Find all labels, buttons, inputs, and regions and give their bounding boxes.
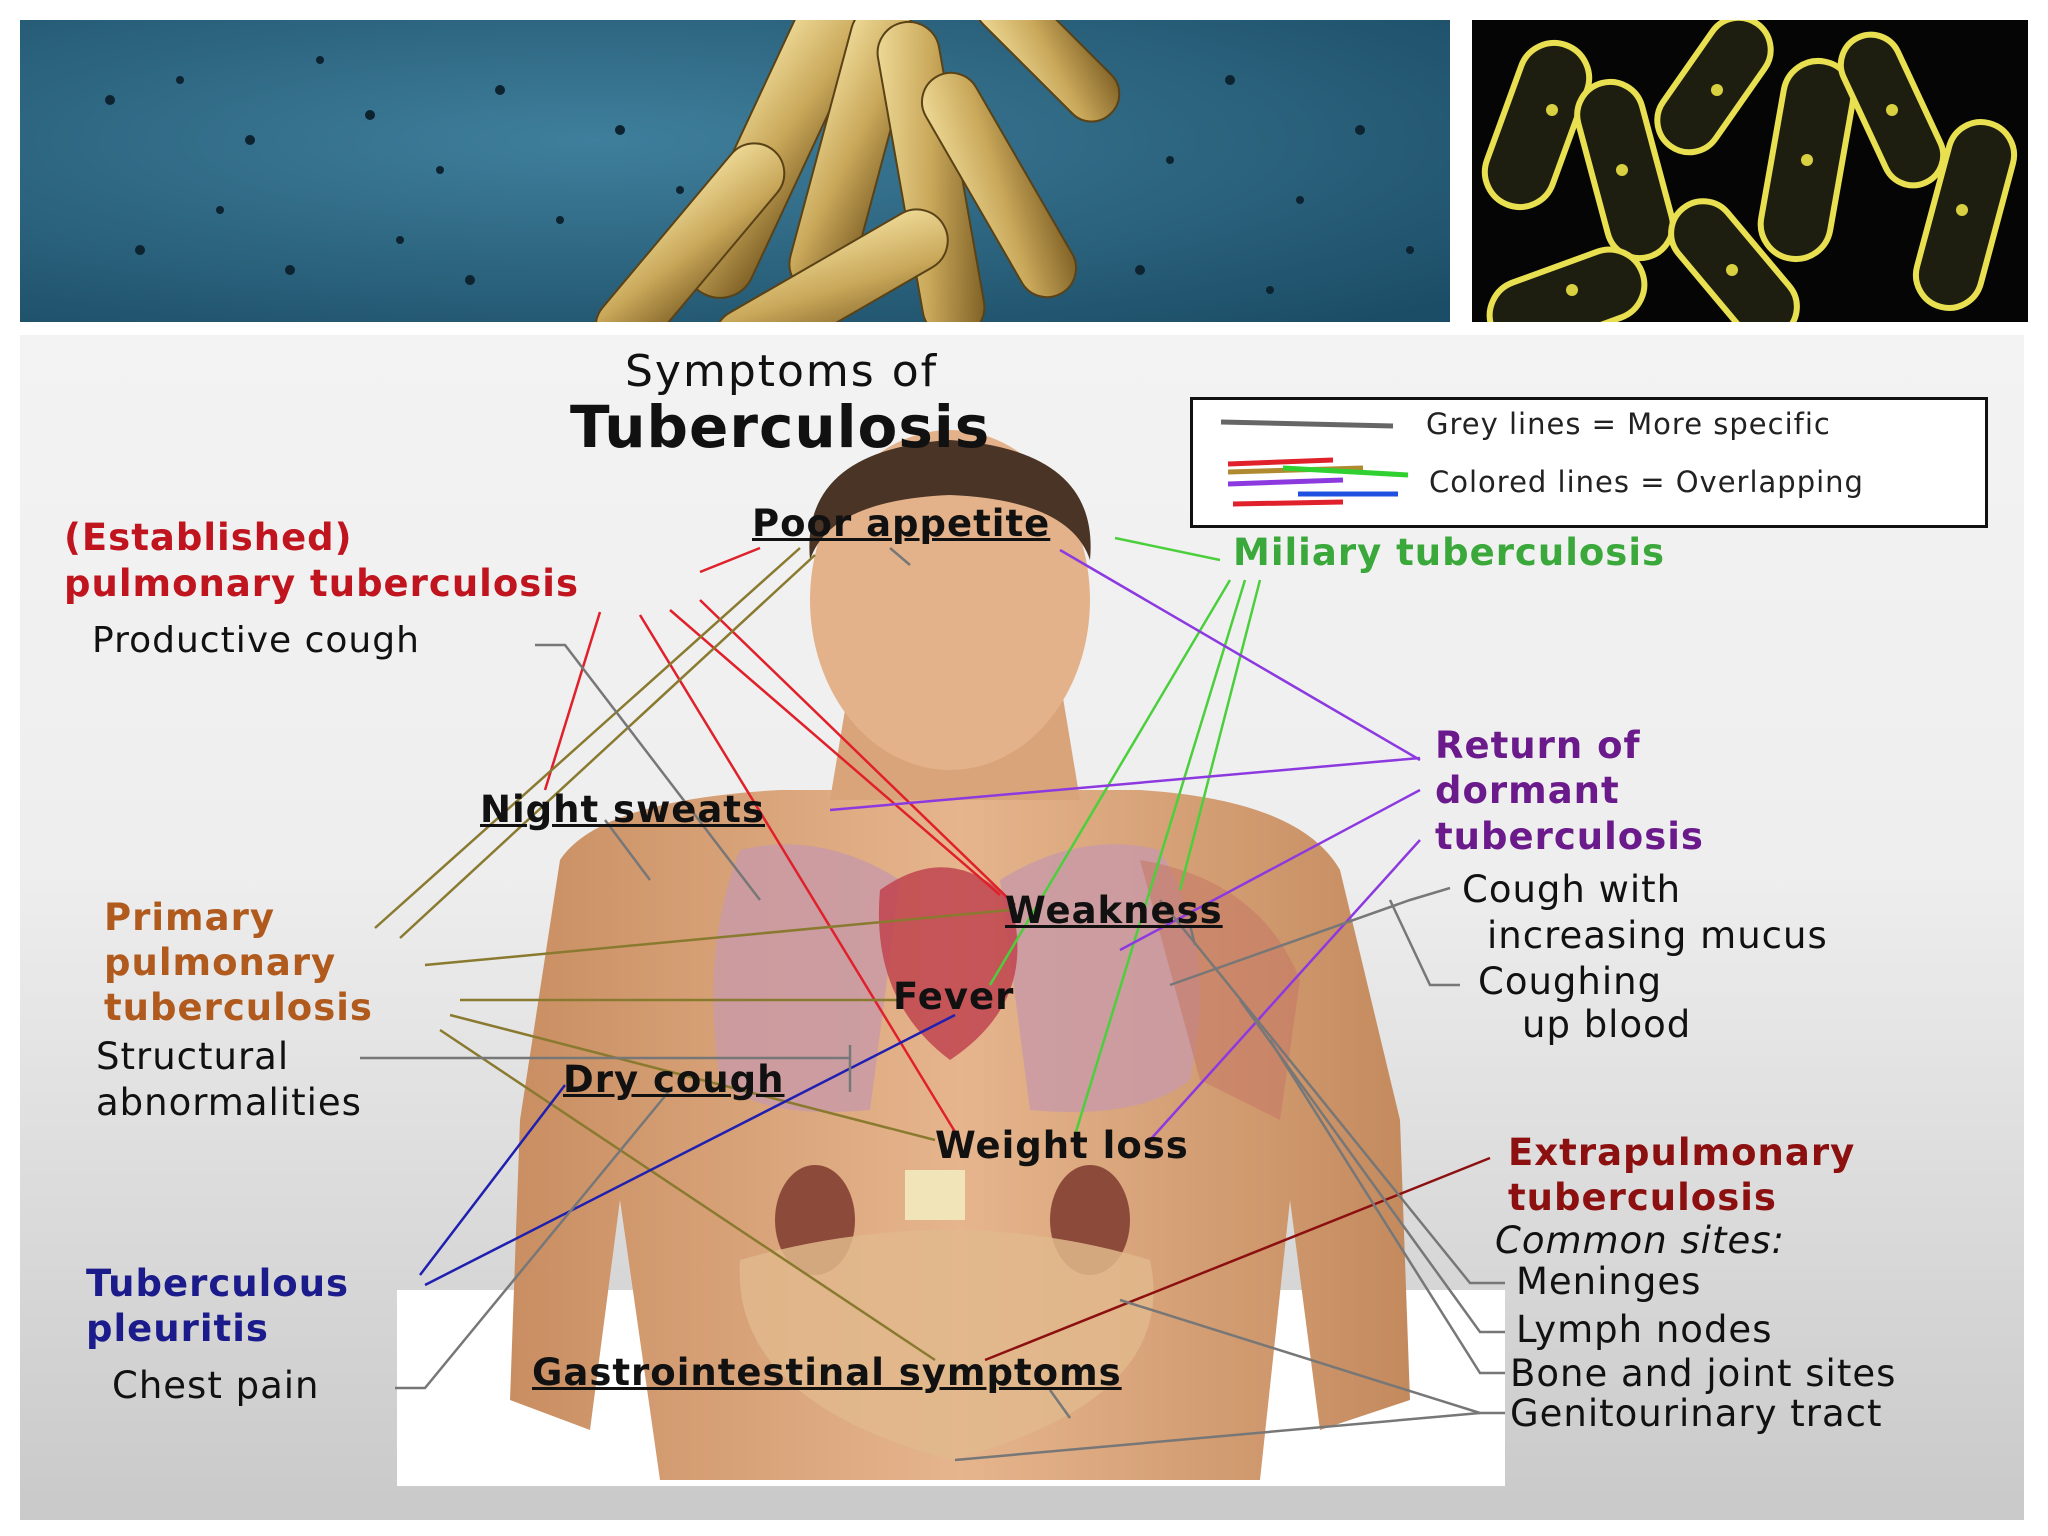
legend-grey-label: Grey lines = More specific bbox=[1426, 407, 1831, 441]
title-line-2: Tuberculosis bbox=[570, 393, 991, 461]
pleuritis-label-2: pleuritis bbox=[86, 1307, 269, 1350]
genitourinary-label: Genitourinary tract bbox=[1510, 1392, 1883, 1435]
pleuritis-connectors bbox=[419, 1013, 956, 1287]
legend-swatches bbox=[1220, 419, 1409, 507]
chest-pain-label: Chest pain bbox=[112, 1364, 320, 1407]
bacteria-micrograph-blue bbox=[20, 20, 1450, 322]
bacteria-micrograph-yellow bbox=[1472, 20, 2028, 322]
night-sweats-label: Night sweats bbox=[480, 788, 766, 831]
miliary-connectors bbox=[988, 536, 1262, 1136]
extra-label-2: tuberculosis bbox=[1508, 1176, 1777, 1219]
cough-blood-label-1: Coughing bbox=[1478, 960, 1663, 1003]
primary-label-3: tuberculosis bbox=[104, 986, 373, 1029]
fever-label: Fever bbox=[893, 975, 1015, 1018]
return-label-1: Return of bbox=[1435, 724, 1641, 767]
lymph-nodes-label: Lymph nodes bbox=[1516, 1308, 1773, 1351]
meninges-label: Meninges bbox=[1516, 1260, 1702, 1303]
return-label-3: tuberculosis bbox=[1435, 815, 1704, 858]
productive-cough-label: Productive cough bbox=[92, 620, 420, 661]
cough-mucus-label-2: increasing mucus bbox=[1487, 914, 1828, 957]
poor-appetite-label: Poor appetite bbox=[752, 502, 1051, 545]
return-label-2: dormant bbox=[1435, 769, 1620, 812]
gastro-label: Gastrointestinal symptoms bbox=[532, 1351, 1122, 1394]
weight-loss-label: Weight loss bbox=[935, 1124, 1189, 1167]
bone-joint-label: Bone and joint sites bbox=[1510, 1352, 1897, 1395]
extra-connectors bbox=[984, 1156, 1491, 1362]
title-line-1: Symptoms of bbox=[625, 346, 939, 397]
established-label-1: (Established) bbox=[64, 516, 353, 559]
established-label-2: pulmonary tuberculosis bbox=[64, 562, 579, 605]
structural-label-1: Structural bbox=[96, 1035, 290, 1078]
primary-connectors bbox=[374, 547, 1011, 1362]
primary-label-1: Primary bbox=[104, 896, 275, 939]
weakness-label: Weakness bbox=[1005, 889, 1223, 932]
cough-mucus-label-1: Cough with bbox=[1462, 868, 1682, 911]
legend-box: Grey lines = More specific Colored lines… bbox=[1190, 397, 1988, 528]
established-connectors bbox=[543, 546, 1016, 1141]
primary-label-2: pulmonary bbox=[104, 941, 337, 984]
legend-colored-label: Colored lines = Overlapping bbox=[1429, 465, 1864, 499]
structural-label-2: abnormalities bbox=[96, 1081, 362, 1124]
specific-connectors bbox=[360, 547, 1505, 1462]
miliary-label: Miliary tuberculosis bbox=[1233, 531, 1666, 574]
common-sites-label: Common sites: bbox=[1495, 1219, 1785, 1262]
cough-blood-label-2: up blood bbox=[1522, 1003, 1692, 1046]
extra-label-1: Extrapulmonary bbox=[1508, 1131, 1856, 1174]
return-connectors bbox=[829, 548, 1421, 1141]
dry-cough-label: Dry cough bbox=[563, 1058, 785, 1101]
pleuritis-label-1: Tuberculous bbox=[86, 1262, 350, 1305]
